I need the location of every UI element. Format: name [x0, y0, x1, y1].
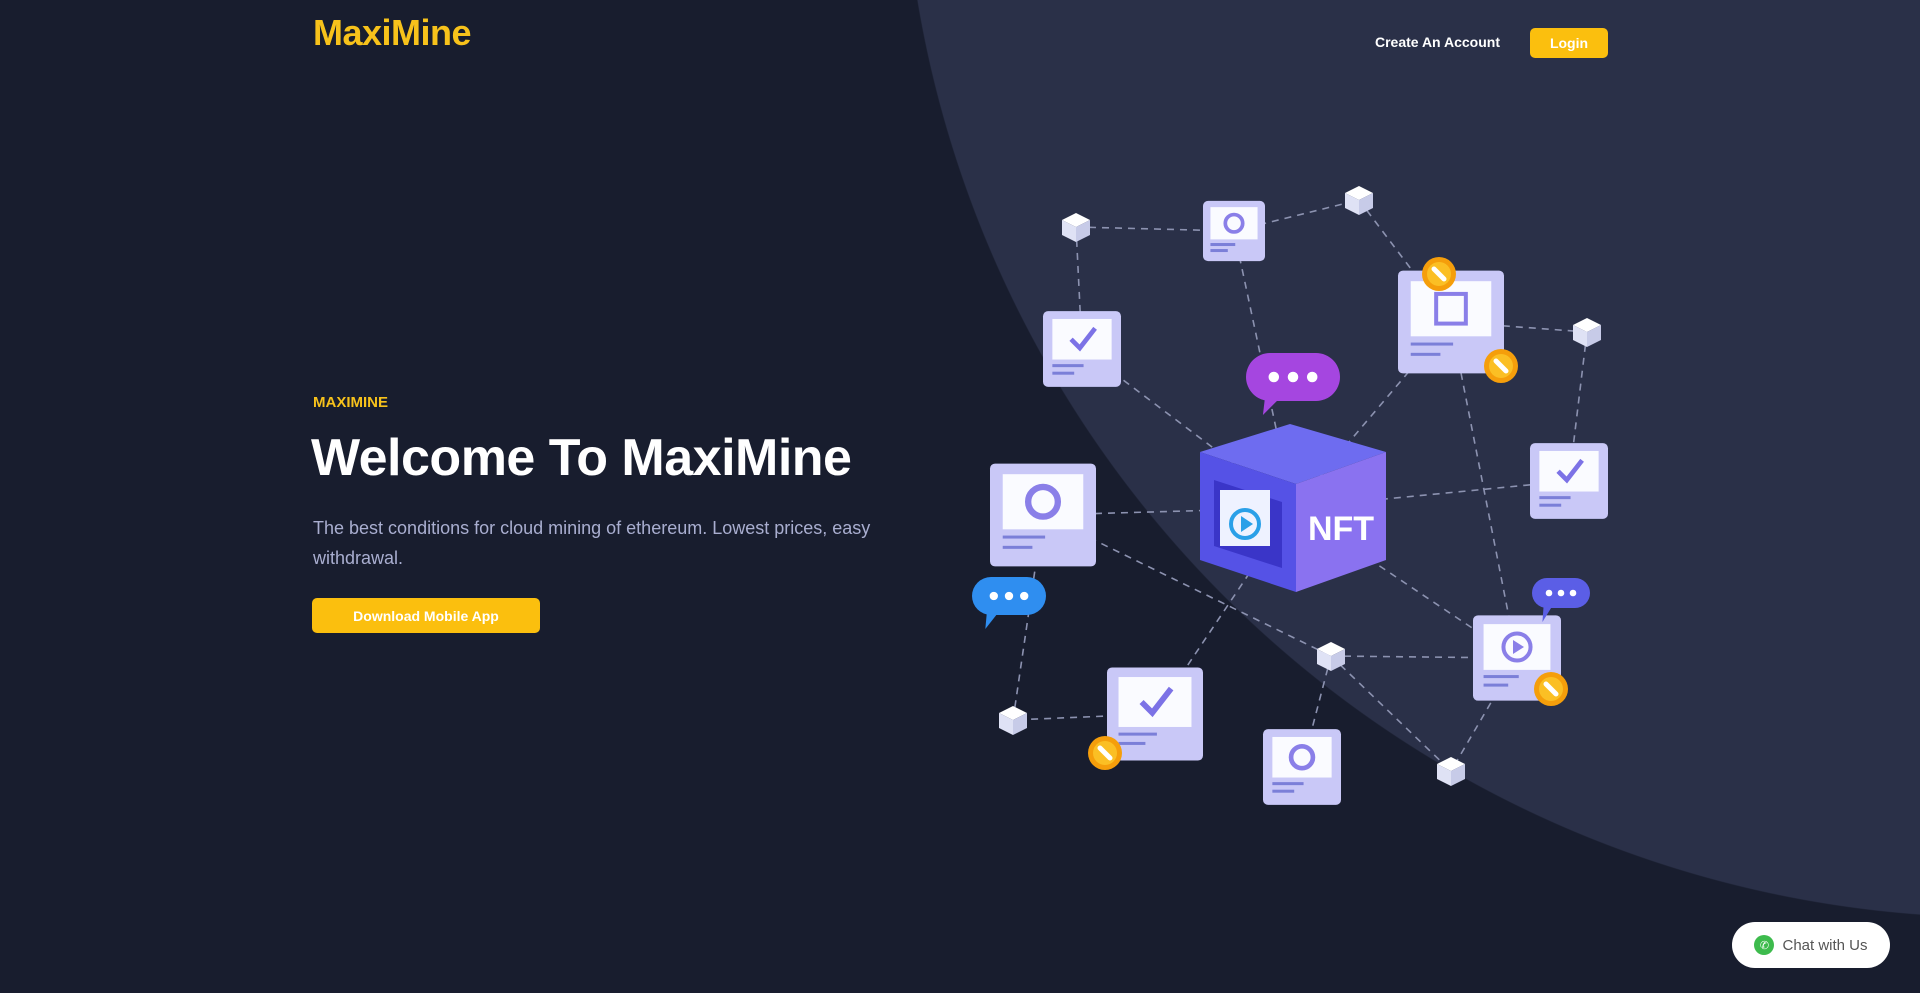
chat-with-us-button[interactable]: ✆ Chat with Us — [1732, 922, 1890, 968]
nft-label: NFT — [1308, 510, 1374, 548]
hero-eyebrow: MAXIMINE — [313, 394, 388, 411]
network-edge — [1568, 331, 1588, 482]
network-edge — [1301, 655, 1332, 768]
network-edge — [1012, 514, 1044, 721]
login-button[interactable]: Login — [1530, 28, 1608, 58]
card-play-card-icon — [1473, 615, 1561, 701]
network-edge — [1075, 226, 1083, 350]
small-cube-icon — [1345, 186, 1373, 215]
network-edge — [1081, 348, 1294, 509]
chat-label: Chat with Us — [1782, 936, 1868, 954]
network-edge — [1330, 655, 1518, 659]
card-o-card-icon — [1203, 200, 1265, 262]
small-cube-icon — [1062, 213, 1090, 242]
small-cube-icon — [1437, 757, 1465, 786]
logo[interactable]: MaxiMine — [313, 12, 472, 53]
chat-bubble-icon — [1532, 578, 1590, 622]
network-edge — [1292, 507, 1518, 659]
card-check-card-icon — [1043, 311, 1121, 387]
whatsapp-icon: ✆ — [1754, 935, 1775, 955]
network-edge — [1012, 713, 1156, 721]
card-o-card-icon — [1263, 729, 1341, 805]
small-cube-icon — [1317, 642, 1345, 671]
network-edge — [1358, 199, 1452, 323]
network-edge — [1292, 480, 1570, 509]
card-check-card-icon — [1107, 667, 1203, 761]
network-edge — [1450, 657, 1518, 772]
network-edge — [1450, 321, 1518, 659]
link-coin-icon — [1422, 257, 1456, 291]
download-app-button[interactable]: Download Mobile App — [312, 598, 540, 633]
link-coin-icon — [1088, 736, 1122, 770]
network-edge — [1154, 507, 1294, 715]
network-edge — [1450, 321, 1588, 333]
card-o-card-icon — [990, 463, 1096, 567]
network-edge — [1042, 507, 1294, 516]
card-check-card-icon — [1530, 443, 1608, 519]
link-coin-icon — [1484, 349, 1518, 383]
chat-bubble-icon — [972, 577, 1046, 629]
small-cube-icon — [1573, 318, 1601, 347]
hero-title: Welcome To MaxiMine — [311, 429, 852, 487]
chat-bubble-icon — [1246, 353, 1340, 415]
link-coin-icon — [1534, 672, 1568, 706]
network-edge — [1330, 655, 1452, 772]
network-edge — [1233, 199, 1360, 232]
hero-subtitle: The best conditions for cloud mining of … — [313, 518, 871, 568]
network-edge — [1292, 321, 1452, 509]
card-square-card-icon — [1398, 270, 1504, 374]
network-edge — [1233, 230, 1294, 509]
small-cube-icon — [999, 706, 1027, 735]
network-edge — [1075, 226, 1235, 232]
network-edge — [1042, 514, 1332, 657]
create-account-link[interactable]: Create An Account — [1375, 34, 1500, 50]
nft-cube: NFT — [1200, 424, 1386, 592]
